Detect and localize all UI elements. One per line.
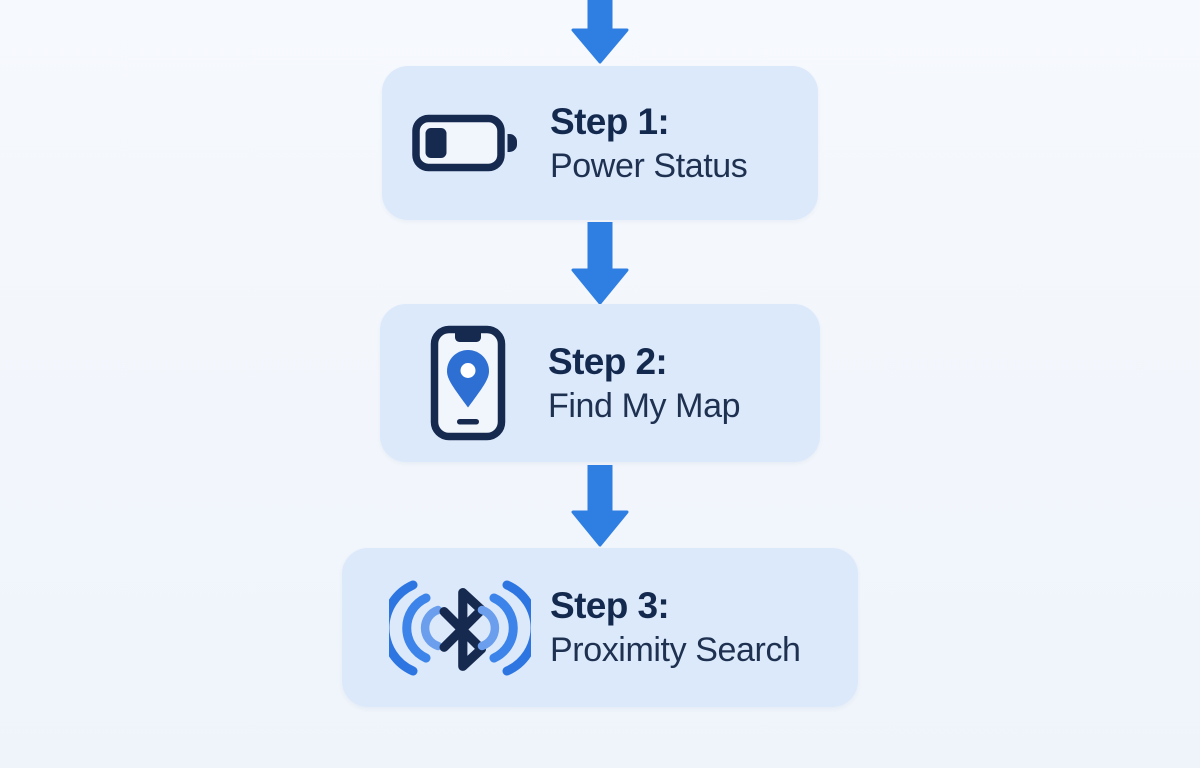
down-arrow-icon	[571, 222, 629, 305]
step-subtitle: Find My Map	[548, 386, 741, 425]
step-text: Step 1: Power Status	[550, 99, 748, 188]
step-text: Step 2: Find My Map	[548, 339, 741, 428]
step-card-power-status: Step 1: Power Status	[382, 66, 818, 220]
step-text: Step 3: Proximity Search	[550, 583, 801, 672]
bluetooth-signal-icon	[389, 580, 531, 675]
phone-location-icon	[430, 325, 506, 441]
step-title: Step 1:	[550, 100, 670, 142]
battery-low-icon	[412, 114, 517, 172]
step-subtitle: Power Status	[550, 146, 748, 185]
step-title: Step 3:	[550, 585, 670, 627]
step-title: Step 2:	[548, 340, 668, 382]
down-arrow-icon	[571, 0, 629, 64]
step-card-find-my-map: Step 2: Find My Map	[380, 304, 820, 462]
step-subtitle: Proximity Search	[550, 631, 801, 670]
down-arrow-icon	[571, 465, 629, 547]
step-card-proximity-search: Step 3: Proximity Search	[342, 548, 858, 707]
